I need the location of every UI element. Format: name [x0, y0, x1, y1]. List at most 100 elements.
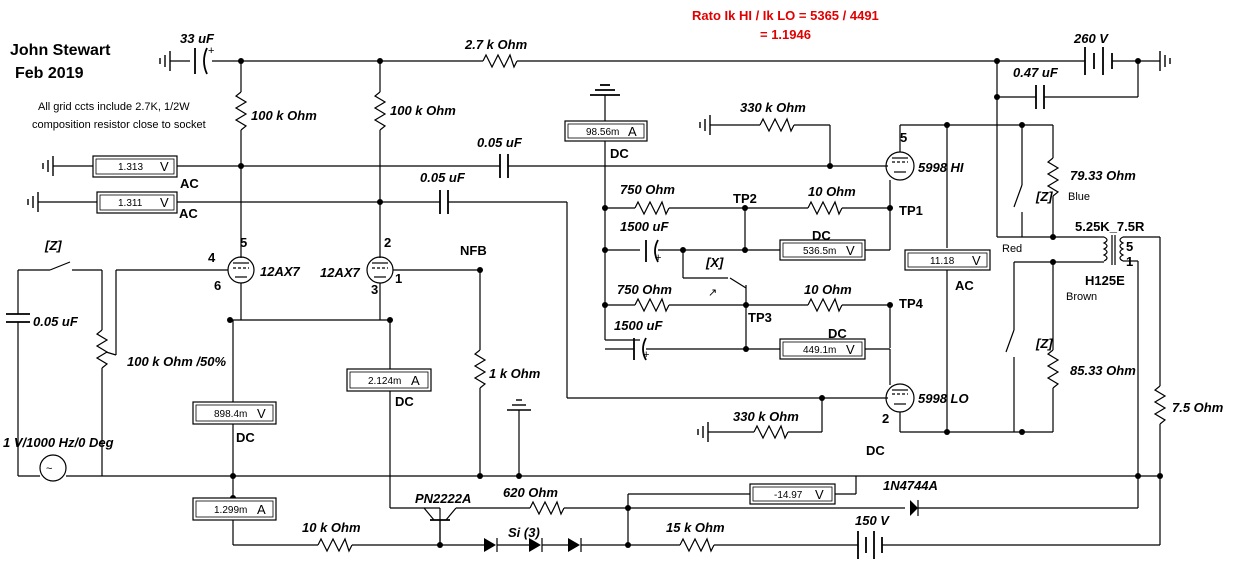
- label-switch-x: [X]: [705, 255, 724, 270]
- label-005uf-a: 0.05 uF: [477, 135, 523, 150]
- meter-unit: V: [257, 406, 266, 421]
- resistor-1k: [473, 349, 487, 389]
- meter-value: 2.124m: [368, 376, 401, 387]
- label-xfmr-pin1: 1: [1126, 254, 1133, 269]
- label-100k-a: 100 k Ohm: [251, 108, 317, 123]
- resistor-750-b: [634, 297, 670, 313]
- resistor-10k: [317, 537, 353, 553]
- meter-value: 1.313: [118, 162, 143, 173]
- label-12ax7-a: 12AX7: [260, 264, 301, 279]
- label-ac-3: AC: [955, 278, 974, 293]
- label-tp3: TP3: [748, 310, 772, 325]
- label-dc-5: DC: [236, 430, 255, 445]
- label-005uf-b: 0.05 uF: [420, 170, 466, 185]
- diode-1: [484, 538, 496, 552]
- meter-unit: A: [411, 373, 420, 388]
- label-nfb: NFB: [460, 243, 487, 258]
- meter-unit: V: [160, 195, 169, 210]
- meter-unit: V: [972, 253, 981, 268]
- meter-ac-1: 1.313 V: [92, 155, 178, 178]
- label-12ax7-b: 12AX7: [320, 265, 361, 280]
- meter-tail-current: 1.299m A: [192, 497, 277, 521]
- label-pin1-12ax7: 1: [395, 271, 402, 286]
- meter-cathode-current: 98.56m A: [564, 120, 648, 142]
- label-dc-4: DC: [395, 394, 414, 409]
- svg-text:↗: ↗: [708, 287, 717, 299]
- label-330k-b: 330 k Ohm: [733, 409, 799, 424]
- resistor-10-a: [807, 200, 843, 216]
- meter-ac-2: 1.311 V: [96, 191, 178, 214]
- potentiometer-100k: [95, 329, 109, 369]
- label-7-5: 7.5 Ohm: [1172, 400, 1224, 415]
- battery-150v: [857, 531, 883, 559]
- label-brown: Brown: [1066, 291, 1097, 303]
- transformer-h125e: [1098, 235, 1160, 265]
- tube-12ax7-b: [366, 256, 394, 284]
- ground-top-center: [590, 84, 620, 121]
- note-line-2: composition resistor close to socket: [32, 119, 206, 131]
- ratio-line-1: Rato Ik HI / Ik LO = 5365 / 4491: [692, 8, 879, 23]
- label-15k: 15 k Ohm: [666, 520, 725, 535]
- meter-value: 1.311: [118, 198, 143, 209]
- transistor-pn2222a: [423, 507, 457, 545]
- label-ac-2: AC: [179, 206, 198, 221]
- label-transformer: 5.25K_7.5R: [1075, 219, 1145, 234]
- resistor-79-33: [1046, 157, 1060, 197]
- meter-unit: V: [815, 487, 824, 502]
- label-transistor: PN2222A: [415, 491, 471, 506]
- label-dc-1: DC: [610, 146, 629, 161]
- label-pin5-12ax7: 5: [240, 235, 247, 250]
- svg-text:+: +: [643, 349, 649, 361]
- label-transformer-model: H125E: [1085, 273, 1125, 288]
- resistor-2k7: [482, 53, 518, 69]
- label-005uf-c: 0.05 uF: [33, 314, 79, 329]
- label-10-a: 10 Ohm: [808, 184, 856, 199]
- meter-value: 449.1m: [803, 345, 836, 356]
- svg-text:+: +: [655, 252, 661, 264]
- ac-source: [39, 454, 67, 482]
- label-750-a: 750 Ohm: [620, 182, 675, 197]
- meter-cathode-voltage: 898.4m V: [192, 401, 277, 425]
- ratio-line-2: = 1.1946: [760, 27, 811, 42]
- label-switch-z2: [Z]: [1035, 189, 1053, 204]
- label-dc-6: DC: [866, 443, 885, 458]
- tube-5998-hi: [885, 125, 915, 181]
- label-pin4: 4: [208, 250, 216, 265]
- resistor-85-33: [1046, 349, 1060, 389]
- resistor-15k: [679, 537, 715, 553]
- diode-3: [568, 538, 580, 552]
- label-33uf: 33 uF: [180, 31, 215, 46]
- tube-5998-lo: [885, 383, 915, 432]
- label-dc-3: DC: [828, 326, 847, 341]
- label-xfmr-pin5: 5: [1126, 239, 1133, 254]
- label-diodes: Si (3): [508, 525, 540, 540]
- label-750-b: 750 Ohm: [617, 282, 672, 297]
- label-330k-a: 330 k Ohm: [740, 100, 806, 115]
- meter-unit: V: [846, 342, 855, 357]
- label-tp2: TP2: [733, 191, 757, 206]
- label-tp4: TP4: [899, 296, 924, 311]
- label-85-33: 85.33 Ohm: [1070, 363, 1136, 378]
- meter-value: 898.4m: [214, 409, 247, 420]
- label-source: 1 V/1000 Hz/0 Deg: [3, 435, 114, 450]
- resistor-100k-a: [234, 91, 248, 131]
- label-pin3-12ax7: 3: [371, 282, 378, 297]
- label-pin2-12ax7: 2: [384, 235, 391, 250]
- label-047uf: 0.47 uF: [1013, 65, 1059, 80]
- label-switch-z1: [Z]: [44, 238, 62, 253]
- label-2k7: 2.7 k Ohm: [464, 37, 528, 52]
- label-79-33: 79.33 Ohm: [1070, 168, 1136, 183]
- battery-260v: [1084, 47, 1171, 75]
- meter-value: 11.18: [930, 256, 955, 267]
- label-10-b: 10 Ohm: [804, 282, 852, 297]
- meter-unit: A: [257, 502, 266, 517]
- label-tp1: TP1: [899, 203, 923, 218]
- resistor-330k-b: [753, 424, 789, 440]
- meter-value: 98.56m: [586, 127, 619, 138]
- label-pin6: 6: [214, 278, 221, 293]
- resistor-750-a: [634, 200, 670, 216]
- meter-value: -14.97: [774, 490, 803, 501]
- zener-1n4744a: [910, 500, 918, 516]
- svg-text:+: +: [208, 45, 214, 57]
- meter-value: 1.299m: [214, 505, 247, 516]
